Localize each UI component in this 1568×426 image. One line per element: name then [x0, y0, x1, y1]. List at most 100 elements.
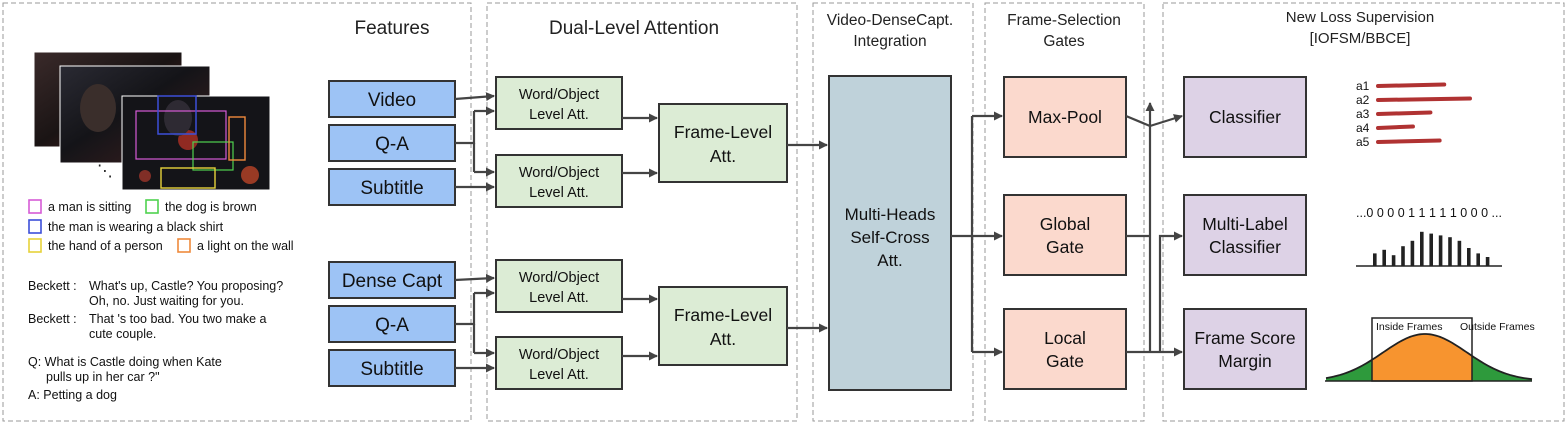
loss-title-line2: [IOFSM/BBCE] [1310, 30, 1411, 47]
answer-label-1: a1 [1356, 79, 1370, 93]
svg-text:Att.: Att. [710, 146, 736, 166]
dialogue-speaker-2: Beckett : [28, 312, 77, 326]
multilabel-bars [1373, 231, 1490, 266]
dialogue-line-1b: Oh, no. Just waiting for you. [89, 294, 244, 308]
multilabel-bar [1438, 235, 1443, 266]
multilabel-bar [1448, 237, 1452, 266]
multilabel-bar [1467, 248, 1471, 266]
legend-swatch-blue [28, 219, 42, 234]
qa-feature-label-top: Q-A [375, 134, 409, 155]
svg-text:Gate: Gate [1046, 351, 1084, 371]
feature-arrows [454, 92, 495, 373]
svg-text:Frame Score: Frame Score [1194, 328, 1295, 348]
gate-input-arrows [951, 111, 1003, 357]
video-frames: ⋱ [33, 51, 271, 191]
multilabel-bar [1391, 255, 1396, 266]
dialogue-block: Beckett : What's up, Castle? You proposi… [28, 279, 283, 402]
gates-panel [984, 2, 1145, 422]
legend-text-5: a light on the wall [197, 239, 294, 253]
inside-frames-label: Inside Frames [1376, 321, 1443, 333]
answer-label-2: a2 [1356, 93, 1370, 107]
svg-text:Level Att.: Level Att. [529, 107, 589, 123]
max-pool-gate: Max-Pool [1003, 76, 1127, 158]
loss-title-line1: New Loss Supervision [1286, 9, 1434, 26]
legend-swatch-magenta [28, 199, 42, 214]
svg-text:Classifier: Classifier [1209, 237, 1281, 257]
legend-text-3: the man is wearing a black shirt [48, 220, 224, 234]
svg-text:Word/Object: Word/Object [519, 347, 599, 363]
word-object-att-3: Word/Object Level Att. [495, 259, 623, 313]
margin-curve: Inside Frames Outside Frames [1325, 317, 1535, 382]
multilabel-bar [1382, 249, 1386, 266]
svg-text:Gate: Gate [1046, 237, 1084, 257]
dialogue-line-1a: What's up, Castle? You proposing? [89, 279, 283, 293]
svg-text:Frame-Level: Frame-Level [674, 122, 772, 142]
answer-bar-2 [1376, 96, 1472, 102]
integration-title-line2: Integration [853, 33, 926, 50]
word-object-att-2: Word/Object Level Att. [495, 154, 623, 208]
svg-text:Max-Pool: Max-Pool [1028, 107, 1102, 127]
multilabel-bar [1485, 257, 1490, 266]
global-gate: Global Gate [1003, 194, 1127, 276]
answer-bar-3 [1376, 110, 1433, 116]
caption-legend: a man is sitting the dog is brown the ma… [28, 199, 294, 253]
svg-text:Level Att.: Level Att. [529, 185, 589, 201]
dual-attention-panel [486, 2, 798, 422]
legend-swatch-orange [177, 238, 191, 253]
multilabel-sequence: ...0 0 0 0 1 1 1 1 1 0 0 0 ... [1356, 206, 1502, 220]
multilabel-bar [1429, 233, 1433, 266]
gate-output-arrows [1125, 102, 1183, 357]
subtitle-feature-label-top: Subtitle [360, 178, 423, 199]
multilabel-bar [1401, 246, 1405, 266]
multi-label-classifier-box: Multi-Label Classifier [1183, 194, 1307, 276]
svg-text:Level Att.: Level Att. [529, 367, 589, 383]
dense-capt-feature-box [328, 261, 456, 299]
svg-text:Word/Object: Word/Object [519, 270, 599, 286]
dual-attention-title: Dual-Level Attention [549, 18, 719, 39]
svg-text:Word/Object: Word/Object [519, 87, 599, 103]
subtitle-feature-box-top [328, 168, 456, 206]
answer-bar-1 [1376, 82, 1447, 88]
outside-frames-label: Outside Frames [1460, 321, 1535, 333]
gates-title-line2: Gates [1043, 33, 1085, 50]
svg-text:Global: Global [1040, 214, 1091, 234]
attention-arrows [622, 113, 828, 361]
word-object-att-1: Word/Object Level Att. [495, 76, 623, 130]
svg-text:Multi-Heads: Multi-Heads [845, 205, 936, 224]
legend-text-4: the hand of a person [48, 239, 163, 253]
question-line-2: pulls up in her car ?" [46, 370, 160, 384]
legend-swatch-yellow [28, 238, 42, 253]
dialogue-speaker-1: Beckett : [28, 279, 77, 293]
svg-text:Word/Object: Word/Object [519, 165, 599, 181]
classifier-box: Classifier [1183, 76, 1307, 158]
svg-text:Att.: Att. [877, 251, 903, 270]
multi-heads-att-box: Multi-Heads Self-Cross Att. [828, 75, 952, 391]
answer-bar-5 [1376, 138, 1442, 144]
local-gate: Local Gate [1003, 308, 1127, 390]
subtitle-feature-label-bottom: Subtitle [360, 359, 423, 380]
answer-bar-4 [1376, 124, 1415, 130]
dense-capt-feature-label: Dense Capt [342, 271, 443, 292]
frame-level-att-bottom: Frame-Level Att. [658, 286, 788, 366]
inside-frames-window [1371, 317, 1473, 382]
input-panel [2, 2, 472, 422]
multilabel-bar [1476, 253, 1480, 266]
svg-text:Level Att.: Level Att. [529, 290, 589, 306]
answer-line: A: Petting a dog [28, 388, 117, 402]
features-title: Features [355, 18, 430, 39]
integration-title-line1: Video-DenseCapt. [827, 12, 953, 29]
question-line-1: Q: What is Castle doing when Kate [28, 355, 222, 369]
frame-score-margin-box: Frame Score Margin [1183, 308, 1307, 390]
dialogue-line-2a: That 's too bad. You two make a [89, 312, 267, 326]
svg-text:Frame-Level: Frame-Level [674, 305, 772, 325]
svg-text:Margin: Margin [1218, 351, 1272, 371]
multilabel-bar [1410, 240, 1415, 266]
qa-feature-label-bottom: Q-A [375, 315, 409, 336]
legend-text-1: a man is sitting [48, 200, 131, 214]
answer-label-3: a3 [1356, 107, 1370, 121]
gates-title-line1: Frame-Selection [1007, 12, 1121, 29]
svg-text:Att.: Att. [710, 329, 736, 349]
legend-text-2: the dog is brown [165, 200, 257, 214]
